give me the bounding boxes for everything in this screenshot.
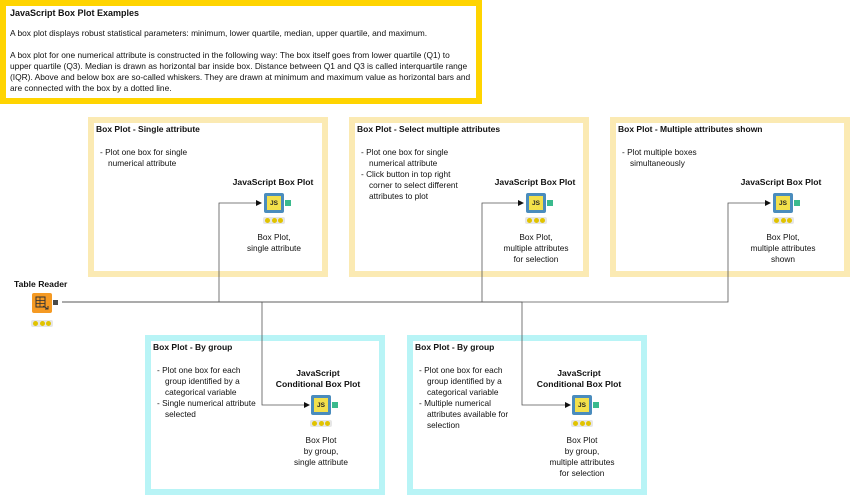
node-status-traffic-light [571,420,593,427]
node-caption-line: by group, [564,446,600,456]
wire-to-box-plot-multi [62,202,766,303]
js-icon: JS [575,398,589,412]
js-box-plot-node-multi[interactable]: JS [773,193,793,213]
js-icon: JS [267,196,281,210]
node-caption-line: multiple attributes [750,243,816,253]
js-box-plot-node-select[interactable]: JS [526,193,546,213]
annotation-single-attribute[interactable]: Box Plot - Single attribute - Plot one b… [88,117,328,277]
node-caption-line: Box Plot [566,435,598,445]
node-caption-line: shown [771,254,795,264]
node-caption: Box Plot by group, single attribute [271,435,371,468]
wire-to-conditional-single [219,301,305,406]
table-reader-output-port[interactable] [53,300,58,305]
node-caption-line: Box Plot, [766,232,800,242]
node-caption-line: multiple attributes [549,457,615,467]
wire-arrow [565,402,571,408]
table-reader-node[interactable] [32,293,52,313]
annotation-by-group-single[interactable]: Box Plot - By group - Plot one box for e… [145,335,385,495]
node-status-traffic-light [772,217,794,224]
annotation-select-multiple[interactable]: Box Plot - Select multiple attributes - … [349,117,589,277]
wire-to-conditional-multi [482,301,566,406]
annotation-item: - Plot one box for each group identified… [419,365,503,397]
annotation-title: Box Plot - Select multiple attributes [357,124,501,134]
node-caption-line: Box Plot, [257,232,291,242]
annotation-list: - Plot one box for each group identified… [419,365,519,431]
node-title: JavaScript Conditional Box Plot [529,368,629,390]
js-conditional-box-plot-node-multi[interactable]: JS [572,395,592,415]
wire-arrow [518,200,524,206]
node-caption: Box Plot, multiple attributes shown [733,232,833,265]
node-caption-line: for selection [559,468,605,478]
node-status-traffic-light [525,217,547,224]
node-output-port[interactable] [547,200,553,206]
annotation-list: - Plot one box for each group identified… [157,365,257,420]
wire-arrow [256,200,262,206]
wire-arrow [765,200,771,206]
node-title: JavaScript Box Plot [232,177,314,187]
description-annotation[interactable]: JavaScript Box Plot Examples A box plot … [0,0,482,104]
node-output-port[interactable] [794,200,800,206]
node-caption-line: multiple attributes [503,243,569,253]
node-caption-line: by group, [303,446,339,456]
js-icon: JS [529,196,543,210]
node-output-port[interactable] [285,200,291,206]
node-caption: Box Plot, multiple attributes for select… [486,232,586,265]
node-status-traffic-light [263,217,285,224]
node-caption-line: single attribute [247,243,301,253]
node-title-line: JavaScript [296,368,340,378]
wire-arrow [304,402,310,408]
description-paragraph-2: A box plot for one numerical attribute i… [10,50,471,93]
node-output-port[interactable] [593,402,599,408]
annotation-list: - Plot one box for single numerical attr… [361,147,473,202]
node-caption: Box Plot, single attribute [224,232,324,254]
annotation-item: - Plot one box for each group identified… [157,365,241,397]
node-caption-line: Box Plot, [519,232,553,242]
description-paragraph-1: A box plot displays robust statistical p… [10,28,428,38]
node-title: JavaScript Box Plot [494,177,576,187]
annotation-by-group-multiple[interactable]: Box Plot - By group - Plot one box for e… [407,335,647,495]
node-title-line: Conditional Box Plot [536,379,622,389]
node-title-line: JavaScript [557,368,601,378]
annotation-list: - Plot one box for single numerical attr… [100,147,210,169]
annotation-title: Box Plot - Multiple attributes shown [618,124,762,134]
node-title: JavaScript Box Plot [740,177,822,187]
node-caption-line: single attribute [294,457,348,467]
node-status-traffic-light [310,420,332,427]
node-caption-line: for selection [513,254,559,264]
node-title-table-reader: Table Reader [14,279,68,289]
js-conditional-box-plot-node-single[interactable]: JS [311,395,331,415]
js-box-plot-node-single[interactable]: JS [264,193,284,213]
description-title: JavaScript Box Plot Examples [10,8,140,18]
annotation-title: Box Plot - Single attribute [96,124,200,134]
annotation-item: - Plot multiple boxes simultaneously [622,147,697,168]
table-reader-icon [35,296,49,310]
annotation-item: - Click button in top right corner to se… [361,169,458,201]
node-status-traffic-light [31,320,53,327]
node-title: JavaScript Conditional Box Plot [268,368,368,390]
js-icon: JS [314,398,328,412]
node-caption-line: Box Plot [305,435,337,445]
node-output-port[interactable] [332,402,338,408]
node-title-line: Conditional Box Plot [275,379,361,389]
annotation-item: - Single numerical attribute selected [157,398,256,419]
annotation-multiple-shown[interactable]: Box Plot - Multiple attributes shown - P… [610,117,850,277]
node-caption: Box Plot by group, multiple attributes f… [532,435,632,479]
annotation-title: Box Plot - By group [415,342,495,352]
annotation-title: Box Plot - By group [153,342,233,352]
annotation-item: - Plot one box for single numerical attr… [361,147,449,168]
annotation-item: - Multiple numerical attributes availabl… [419,398,509,430]
js-icon: JS [776,196,790,210]
annotation-list: - Plot multiple boxes simultaneously [622,147,722,169]
annotation-item: - Plot one box for single numerical attr… [100,147,188,168]
